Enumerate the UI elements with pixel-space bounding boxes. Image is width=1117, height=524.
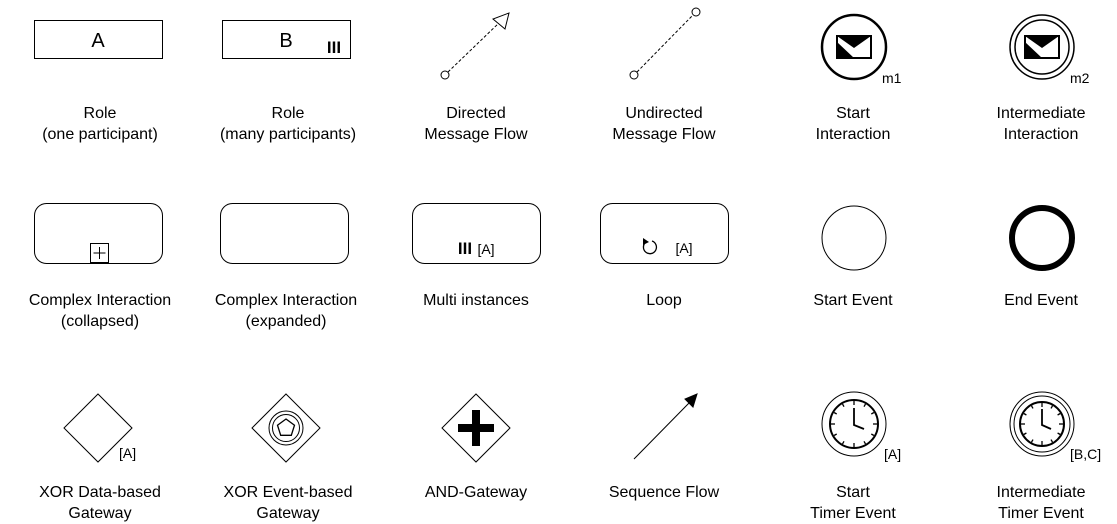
caption-line-1: Intermediate: [996, 105, 1086, 122]
message-tag: m2: [1070, 70, 1090, 86]
caption-line-1: Intermediate: [996, 484, 1086, 501]
complex-expanded-caption: Complex Interaction (expanded): [186, 290, 386, 332]
clock-icon: [829, 399, 879, 449]
role-one-symbol: A: [34, 20, 163, 59]
caption-line-2: (expanded): [245, 313, 327, 330]
caption-line-1: Role: [271, 105, 305, 122]
condition-tag: [A]: [477, 241, 494, 257]
pentagon-icon: [276, 418, 296, 436]
caption-line-1: Sequence Flow: [608, 484, 720, 501]
intermediate-timer-caption: Intermediate Timer Event: [941, 482, 1117, 524]
caption-line-1: XOR Event-based: [223, 484, 353, 501]
role-one-caption: Role (one participant): [0, 103, 200, 145]
multi-instance-marker: III: [327, 38, 341, 57]
end-event-symbol: [1009, 205, 1075, 271]
and-gateway-caption: AND-Gateway: [376, 482, 576, 503]
caption-line-1: Multi instances: [423, 292, 529, 309]
caption-line-2: (many participants): [219, 126, 357, 143]
condition-tag: [B,C]: [1070, 446, 1101, 462]
start-timer-caption: Start Timer Event: [753, 482, 953, 524]
clock-icon: [1019, 401, 1065, 447]
end-event-caption: End Event: [941, 290, 1117, 311]
xor-event-caption: XOR Event-based Gateway: [188, 482, 388, 524]
sequence-flow-symbol: [633, 393, 698, 460]
role-many-symbol-label: B: [279, 30, 292, 52]
caption-line-1: End Event: [1004, 292, 1078, 309]
caption-line-2: (collapsed): [60, 313, 140, 330]
condition-tag: [A]: [119, 445, 136, 461]
xor-data-caption: XOR Data-based Gateway: [0, 482, 200, 524]
intermediate-timer-symbol: [B,C]: [1009, 391, 1101, 462]
xor-event-gateway-symbol: [251, 393, 321, 463]
start-interaction-symbol: m1: [820, 13, 902, 86]
caption-line-2: Message Flow: [424, 126, 528, 143]
caption-line-1: Start: [836, 484, 870, 501]
caption-line-2: Timer Event: [998, 505, 1084, 522]
start-event-caption: Start Event: [753, 290, 953, 311]
plus-box-icon: [90, 243, 109, 263]
caption-line-2: Interaction: [815, 126, 891, 143]
multi-instance-marker: III: [458, 239, 472, 258]
caption-line-1: Start Event: [813, 292, 893, 309]
start-event-symbol: [821, 205, 887, 271]
caption-line-2: Gateway: [68, 505, 132, 522]
loop-symbol: [A]: [600, 203, 729, 264]
envelope-icon: [1024, 35, 1060, 59]
caption-line-2: Gateway: [256, 505, 320, 522]
caption-line-1: Role: [83, 105, 117, 122]
and-gateway-symbol: [441, 393, 511, 463]
caption-line-2: Interaction: [1003, 126, 1079, 143]
condition-tag: [A]: [675, 240, 692, 256]
multi-instances-caption: Multi instances: [376, 290, 576, 311]
loop-icon: [642, 238, 658, 255]
undirected-flow-symbol: [629, 7, 701, 80]
directed-flow-symbol: [440, 12, 510, 80]
caption-line-1: Complex Interaction: [214, 292, 358, 309]
complex-collapsed-symbol: [34, 203, 163, 264]
envelope-icon: [836, 35, 872, 59]
caption-line-2: Timer Event: [810, 505, 896, 522]
multi-instances-symbol: III [A]: [412, 203, 541, 264]
plus-icon: [458, 410, 494, 446]
start-interaction-caption: Start Interaction: [753, 103, 953, 145]
caption-line-2: (one participant): [42, 126, 158, 143]
undirected-flow-caption: Undirected Message Flow: [564, 103, 764, 145]
role-many-caption: Role (many participants): [188, 103, 388, 145]
caption-line-1: Directed: [446, 105, 506, 122]
caption-line-1: XOR Data-based: [39, 484, 161, 501]
directed-flow-caption: Directed Message Flow: [376, 103, 576, 145]
caption-line-1: Loop: [646, 292, 682, 309]
intermediate-interaction-symbol: m2: [1009, 14, 1090, 86]
complex-expanded-symbol: [220, 203, 349, 264]
role-many-symbol: B III: [222, 20, 351, 59]
condition-tag: [A]: [884, 446, 901, 462]
caption-line-1: Start: [836, 105, 870, 122]
complex-collapsed-caption: Complex Interaction (collapsed): [0, 290, 200, 332]
caption-line-1: Complex Interaction: [28, 292, 172, 309]
start-timer-symbol: [A]: [821, 391, 901, 462]
caption-line-2: Message Flow: [612, 126, 716, 143]
loop-caption: Loop: [564, 290, 764, 311]
xor-data-gateway-symbol: [A]: [63, 393, 136, 463]
message-tag: m1: [882, 70, 902, 86]
intermediate-interaction-caption: Intermediate Interaction: [941, 103, 1117, 145]
role-one-symbol-label: A: [91, 30, 105, 52]
caption-line-1: Undirected: [625, 105, 703, 122]
sequence-flow-caption: Sequence Flow: [564, 482, 764, 503]
caption-line-1: AND-Gateway: [424, 484, 528, 501]
